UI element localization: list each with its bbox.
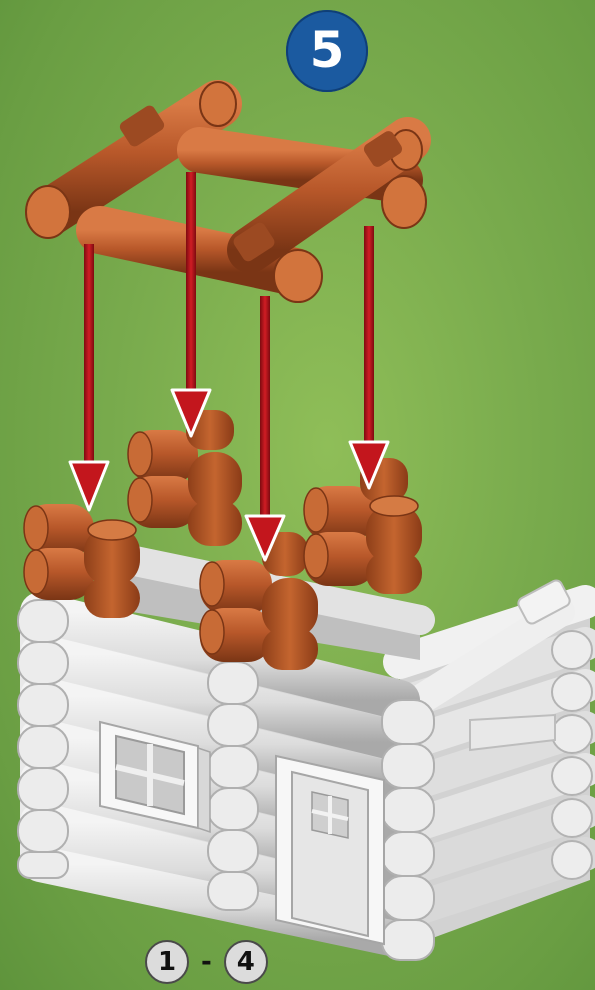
part-range-indicator: 1 - 4 (145, 938, 268, 986)
brown-corner-block-back-left (128, 410, 242, 546)
range-start-circle: 1 (145, 940, 189, 984)
step-number: 5 (310, 25, 345, 75)
arrow-down-icon (172, 172, 210, 436)
range-separator: - (201, 949, 212, 975)
range-end-circle: 4 (224, 940, 268, 984)
brown-corner-block-right (304, 458, 422, 594)
door (276, 756, 384, 944)
arrow-down-icon (246, 296, 284, 560)
arrow-down-icon (70, 244, 108, 510)
range-start-number: 1 (158, 949, 176, 975)
step-number-badge: 5 (286, 10, 368, 92)
brown-corner-block-front (200, 532, 318, 670)
range-end-number: 4 (237, 949, 255, 975)
arrow-down-icon (350, 226, 388, 488)
